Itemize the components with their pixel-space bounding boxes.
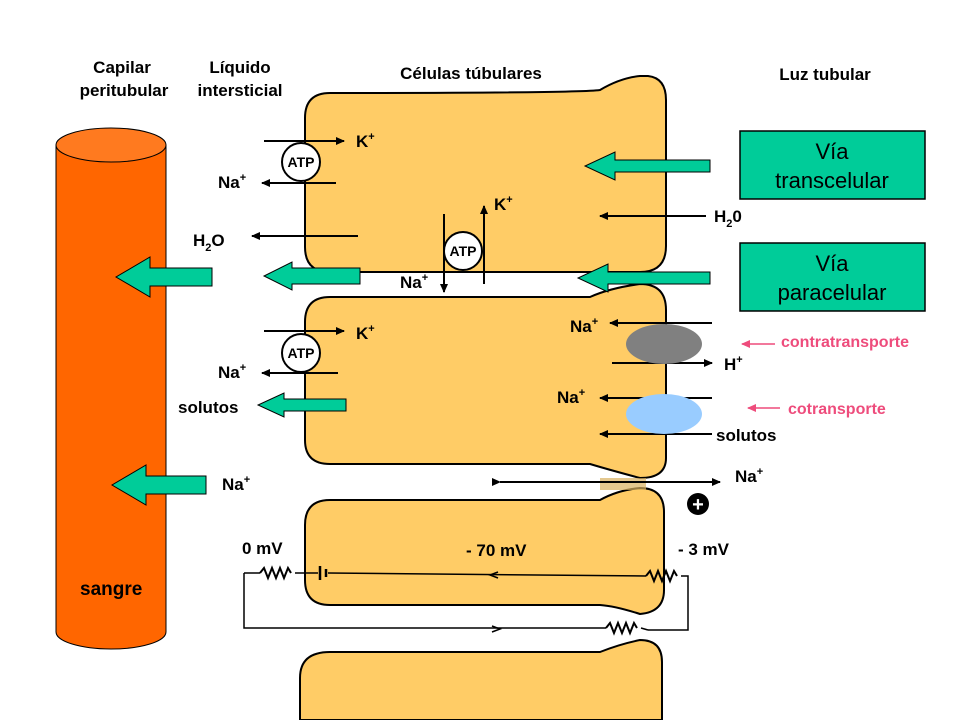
voltage-blood: 0 mV — [242, 539, 283, 558]
paracellular-line-2: paracelular — [778, 280, 887, 305]
paracellular-box: Vía paracelular — [739, 242, 926, 312]
tubular-cell-1 — [304, 75, 667, 273]
label-na-symport: Na+ — [557, 387, 585, 407]
green-arrow-solutes-exit — [256, 392, 347, 418]
atp-pump-top: ATP — [281, 142, 321, 182]
antiporter — [626, 324, 702, 364]
green-arrow-blood-upper — [115, 256, 213, 298]
header-capillary-2: peritubular — [80, 81, 169, 100]
atp-label-top: ATP — [288, 154, 315, 170]
atp-label-middle: ATP — [450, 243, 477, 259]
voltage-lumen: - 3 mV — [678, 540, 730, 559]
tubular-cell-4 — [299, 638, 663, 720]
label-solutes-left: solutos — [178, 398, 238, 417]
paracellular-line-1: Vía — [815, 251, 849, 276]
label-h2o-left: H2O — [193, 231, 225, 254]
label-h-antiport: H+ — [724, 354, 743, 374]
label-solutes-right: solutos — [716, 426, 776, 445]
header-cells: Células túbulares — [400, 64, 542, 83]
green-arrow-paracellular-exit — [262, 261, 361, 291]
voltage-cell: - 70 mV — [466, 541, 527, 560]
blood-label: sangre — [80, 579, 142, 600]
transcellular-box: Vía transcelular — [739, 130, 926, 200]
green-arrow-blood-lower — [111, 464, 207, 506]
label-na-mid: Na+ — [218, 362, 246, 382]
positive-charge-icon: + — [687, 493, 709, 516]
atp-pump-lower: ATP — [281, 333, 321, 373]
antiport-label: contratransporte — [781, 334, 909, 351]
symporter — [626, 394, 702, 434]
transcellular-line-2: transcelular — [775, 168, 889, 193]
header-interstitial-2: intersticial — [197, 81, 282, 100]
capillary-vessel — [55, 127, 167, 650]
transcellular-line-1: Vía — [815, 139, 849, 164]
tubular-cell-2 — [304, 282, 667, 480]
label-na-top: Na+ — [218, 172, 246, 192]
label-na-blood: Na+ — [222, 474, 250, 494]
label-na-antiport: Na+ — [570, 316, 598, 336]
header-lumen: Luz tubular — [779, 65, 871, 84]
atp-label-lower: ATP — [288, 345, 315, 361]
label-k-top: K+ — [356, 131, 375, 151]
svg-text:+: + — [692, 494, 704, 516]
header-interstitial-1: Líquido — [209, 58, 270, 77]
label-h2o-right: H20 — [714, 207, 742, 230]
symport-label: cotransporte — [788, 401, 886, 418]
label-na-paracellular: Na+ — [735, 466, 763, 486]
header-capillary-1: Capilar — [93, 58, 151, 77]
label-k-pump-middle: K+ — [494, 194, 513, 214]
tight-junction — [600, 478, 646, 490]
label-na-pump-middle: Na+ — [400, 272, 428, 292]
label-k-mid: K+ — [356, 323, 375, 343]
green-arrow-paracellular-entry — [576, 263, 711, 293]
electrical-circuit — [243, 565, 689, 636]
green-arrow-transcellular-entry — [583, 151, 711, 181]
atp-pump-middle: ATP — [443, 231, 483, 271]
